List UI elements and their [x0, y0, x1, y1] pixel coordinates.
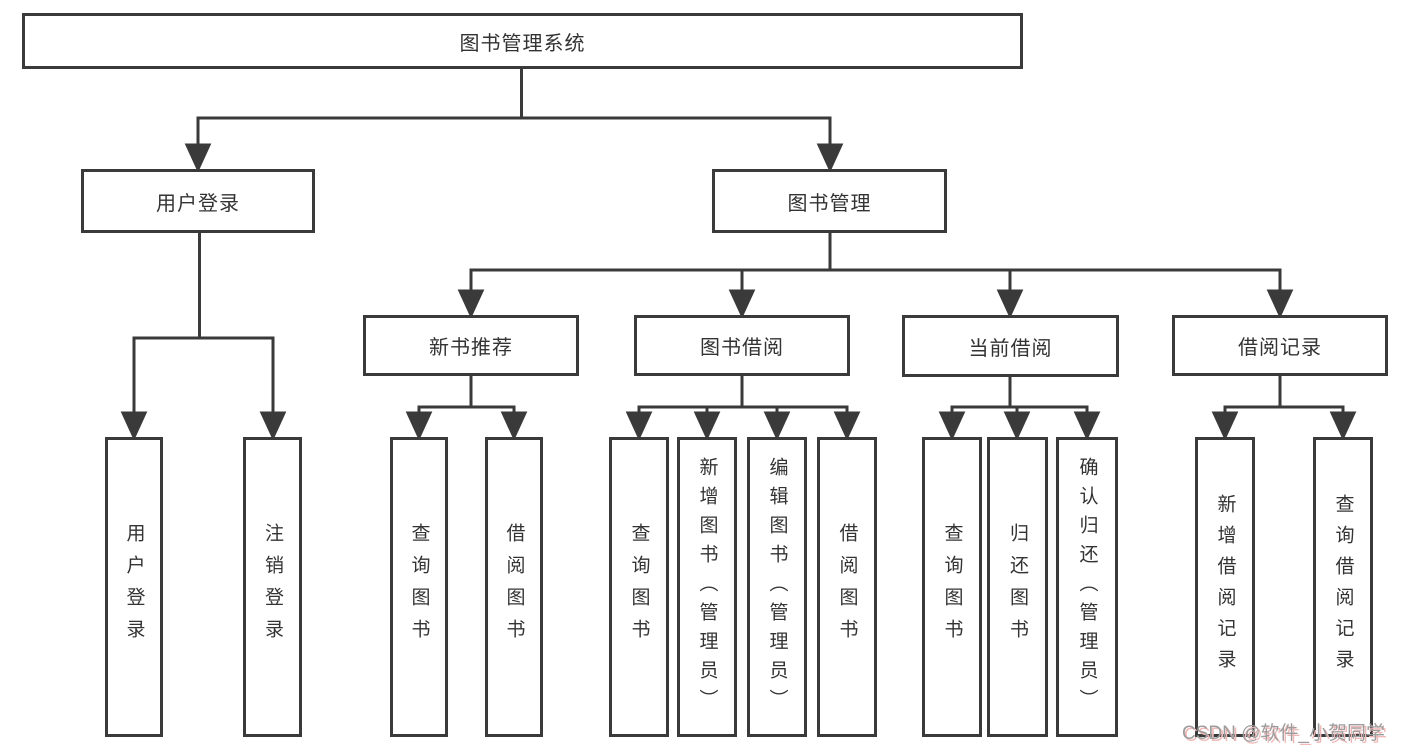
watermark-text: CSDN @软件_小贺同学	[1182, 723, 1385, 744]
node-current-borrowing: 当前借阅	[902, 315, 1119, 377]
node-book-management: 图书管理	[712, 169, 947, 233]
leaf-current-confirm-return-admin: 确认归还（管理员）	[1056, 437, 1118, 737]
connector-book-management-branch	[457, 233, 1294, 319]
node-user-login: 用户登录	[81, 169, 315, 233]
leaf-borrowing-edit-books-admin: 编辑图书（管理员）	[747, 437, 807, 737]
leaf-borrowing-query-books: 查询图书	[609, 437, 669, 737]
connector-current-borrowing-branch	[938, 376, 1101, 441]
leaf-borrowing-borrow-books: 借阅图书	[817, 437, 877, 737]
node-root: 图书管理系统	[22, 13, 1023, 69]
leaf-logout: 注销登录	[243, 437, 302, 737]
leaf-recommend-borrow-books: 借阅图书	[485, 437, 543, 737]
connector-root-to-level2	[184, 67, 844, 173]
leaf-recommend-query-books: 查询图书	[390, 437, 448, 737]
node-book-borrowing: 图书借阅	[634, 315, 850, 376]
node-borrowing-records: 借阅记录	[1172, 315, 1388, 376]
connector-book-borrowing-branch	[625, 376, 861, 441]
leaf-current-query-books: 查询图书	[922, 437, 982, 737]
node-new-book-recommendation: 新书推荐	[363, 315, 579, 376]
leaf-user-login: 用户登录	[105, 437, 163, 737]
leaf-borrowing-add-books-admin: 新增图书（管理员）	[677, 437, 737, 737]
leaf-records-query-record: 查询借阅记录	[1313, 437, 1373, 737]
leaf-records-add-record: 新增借阅记录	[1195, 437, 1255, 737]
connector-new-book-recommend-branch	[405, 376, 528, 441]
connector-borrowing-records-branch	[1211, 376, 1357, 441]
leaf-current-return-books: 归还图书	[987, 437, 1048, 737]
connector-user-login-branch	[120, 233, 287, 441]
